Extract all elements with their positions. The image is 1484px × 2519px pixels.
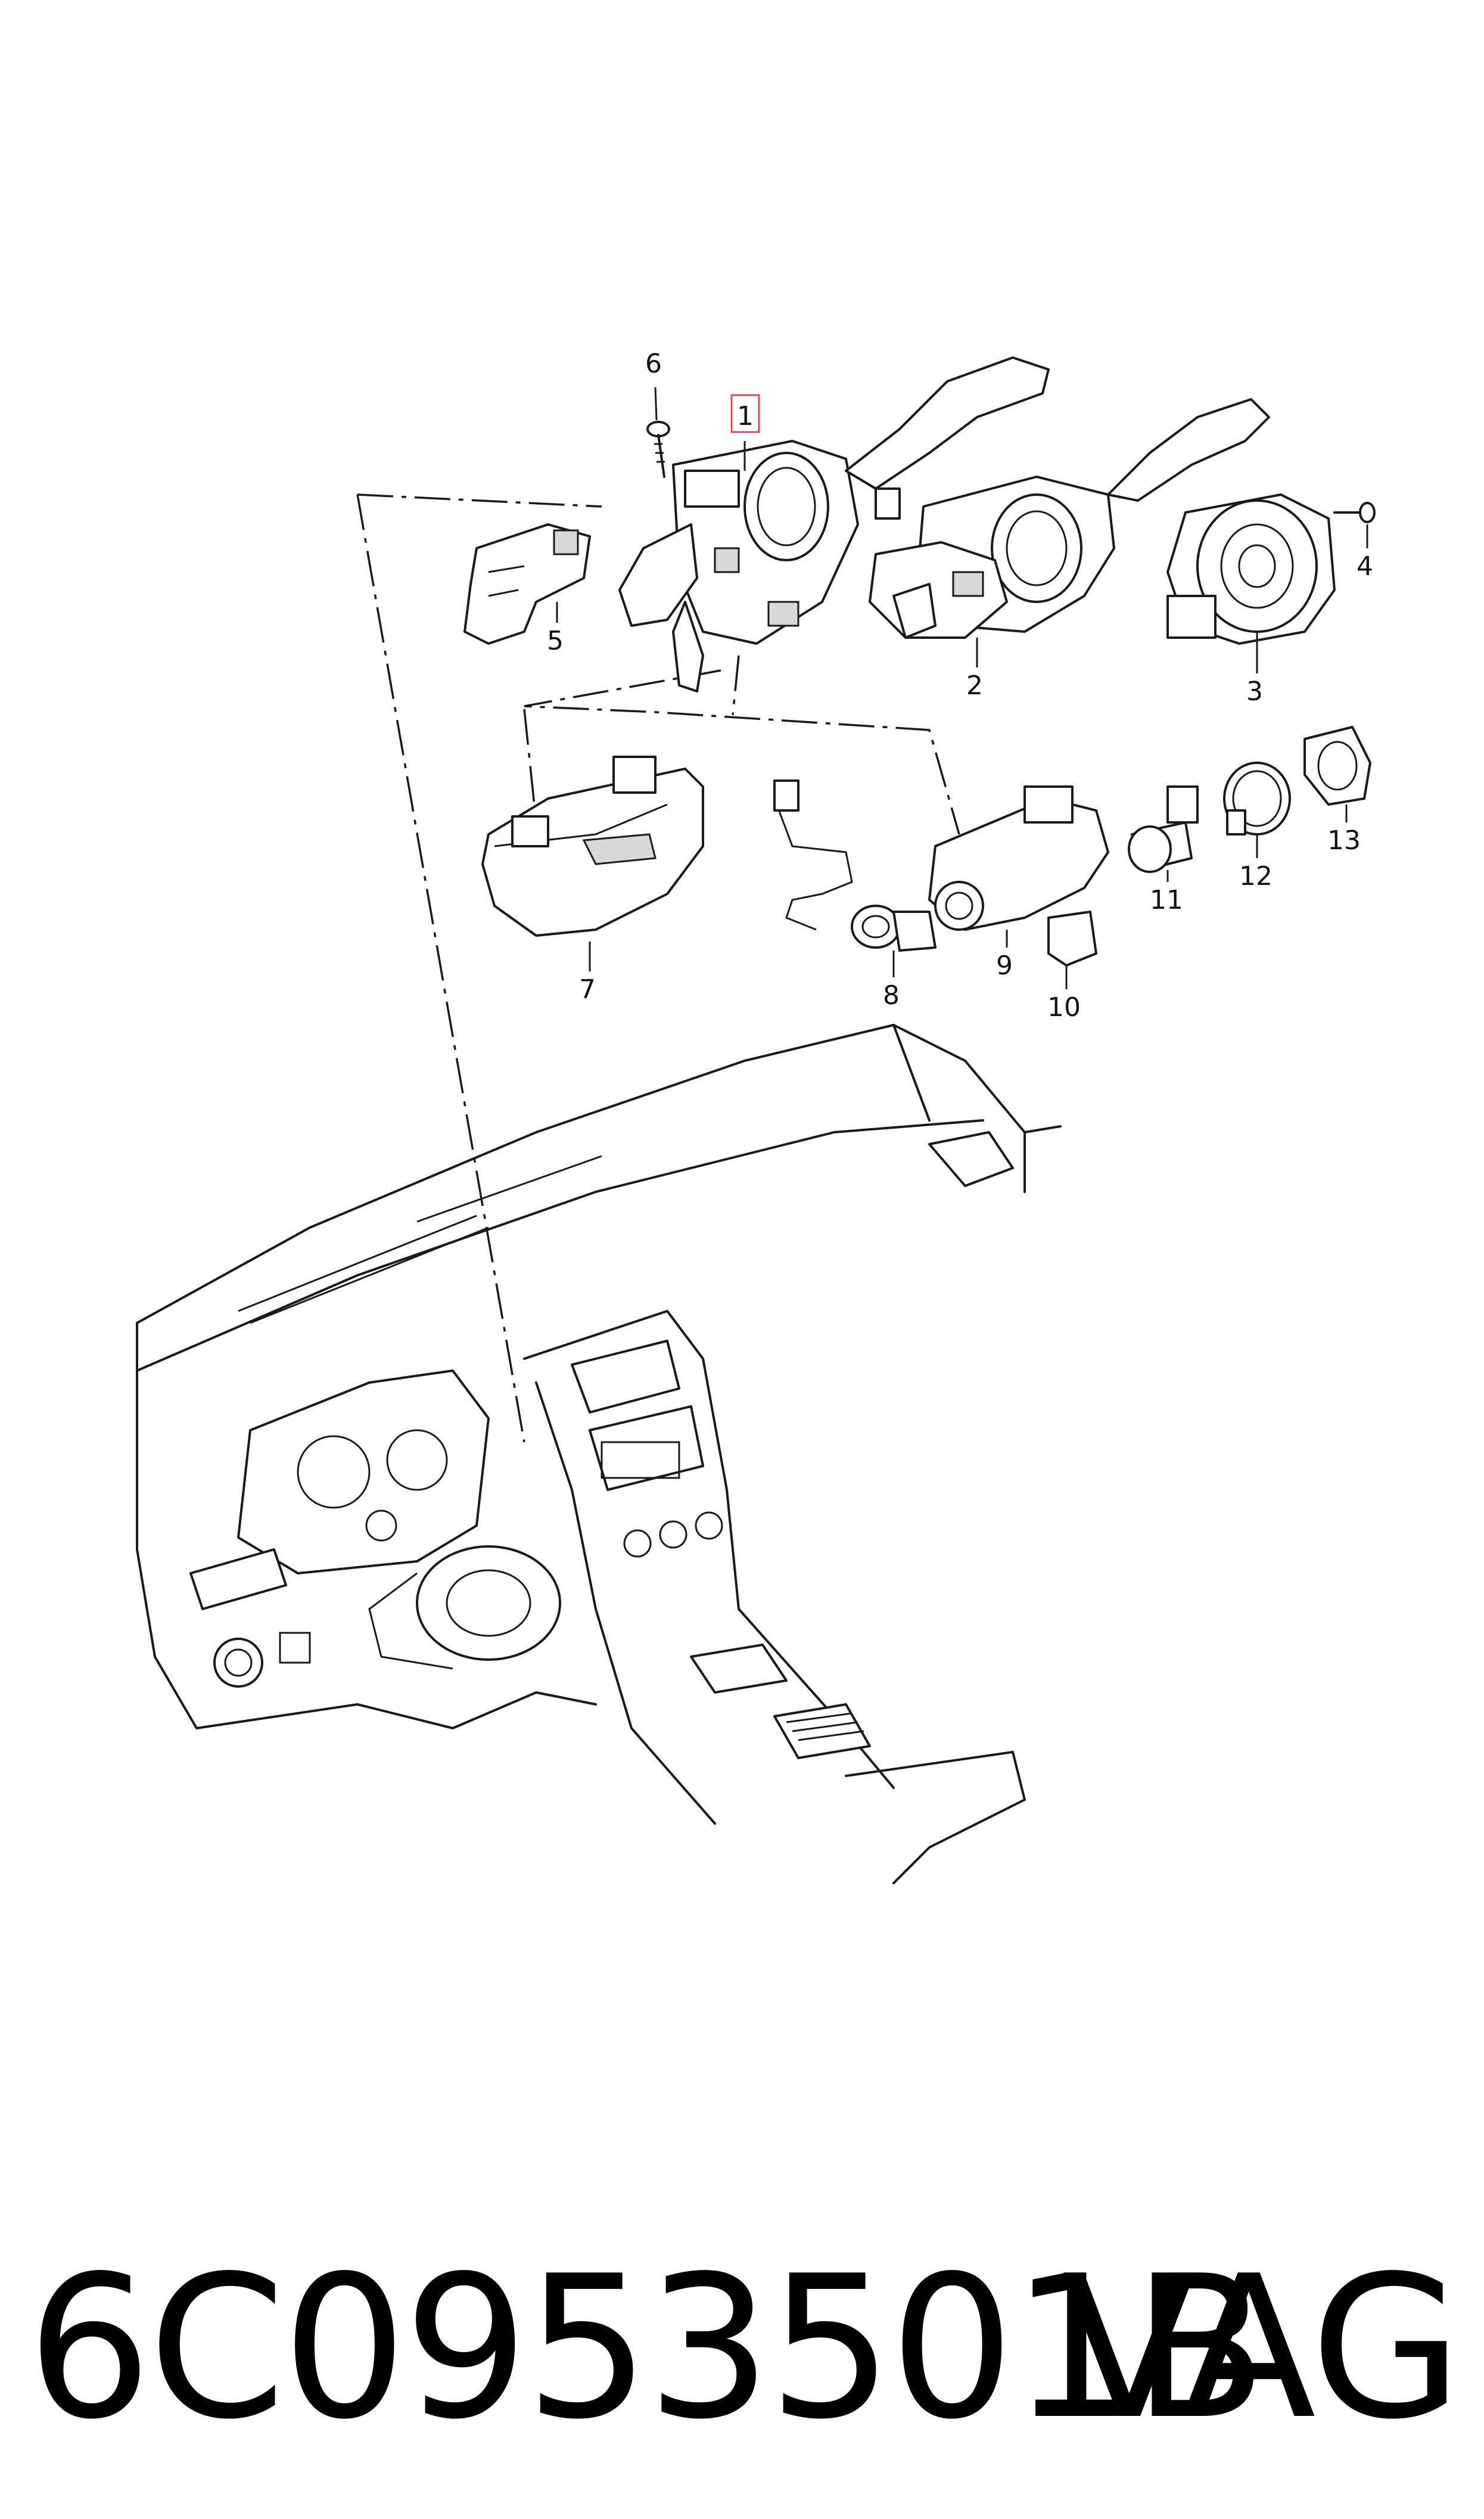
part-10-ignition-switch[interactable] [1047,911,1097,983]
callout-13[interactable]: 13 [1327,825,1361,856]
callout-5[interactable]: 5 [547,626,564,656]
callout-11[interactable]: 11 [1150,885,1183,915]
part-11-lock-cylinder[interactable] [1128,785,1199,873]
part-3-clock-spring[interactable] [1166,493,1336,645]
callout-3[interactable]: 3 [1246,676,1263,707]
assembly-dash-lines [356,493,960,1443]
part-9-lock-housing[interactable] [928,785,1109,931]
callout-1[interactable]: 1 [737,401,754,431]
part-number-text: 6C0953501B [27,2234,1267,2462]
part-4-screw[interactable] [1333,502,1376,523]
callout-8[interactable]: 8 [883,980,900,1011]
exploded-parts-diagram: 1 2 3 4 5 6 7 8 9 10 11 12 13 [136,349,1376,1884]
part-13-plate[interactable] [1303,726,1371,806]
callout-1-highlight-box [730,394,760,433]
callout-labels: 1 2 3 4 5 6 7 8 9 10 11 12 13 [547,349,1373,1023]
callout-12[interactable]: 12 [1239,861,1273,892]
part-12-ring[interactable] [1223,762,1291,835]
callout-10[interactable]: 10 [1047,992,1081,1023]
dashboard-overview-drawing [136,1024,1062,1884]
leader-lines [556,387,1368,989]
callout-6[interactable]: 6 [645,349,662,379]
part-5-bracket[interactable] [463,523,591,645]
part-2-wiper-switch[interactable] [869,398,1270,639]
footer: 6C0953501B VAG [0,2241,1484,2455]
callout-9[interactable]: 9 [996,951,1013,981]
part-1-steering-column-switch[interactable] [618,356,1050,692]
callout-2[interactable]: 2 [966,670,983,701]
callout-4[interactable]: 4 [1357,551,1373,582]
callout-7[interactable]: 7 [579,974,596,1005]
part-6-screw[interactable] [646,421,670,478]
brand-text: VAG [1062,2234,1463,2462]
part-7-steering-column-trim[interactable] [481,756,704,937]
part-8-transponder-coil[interactable] [773,779,937,952]
